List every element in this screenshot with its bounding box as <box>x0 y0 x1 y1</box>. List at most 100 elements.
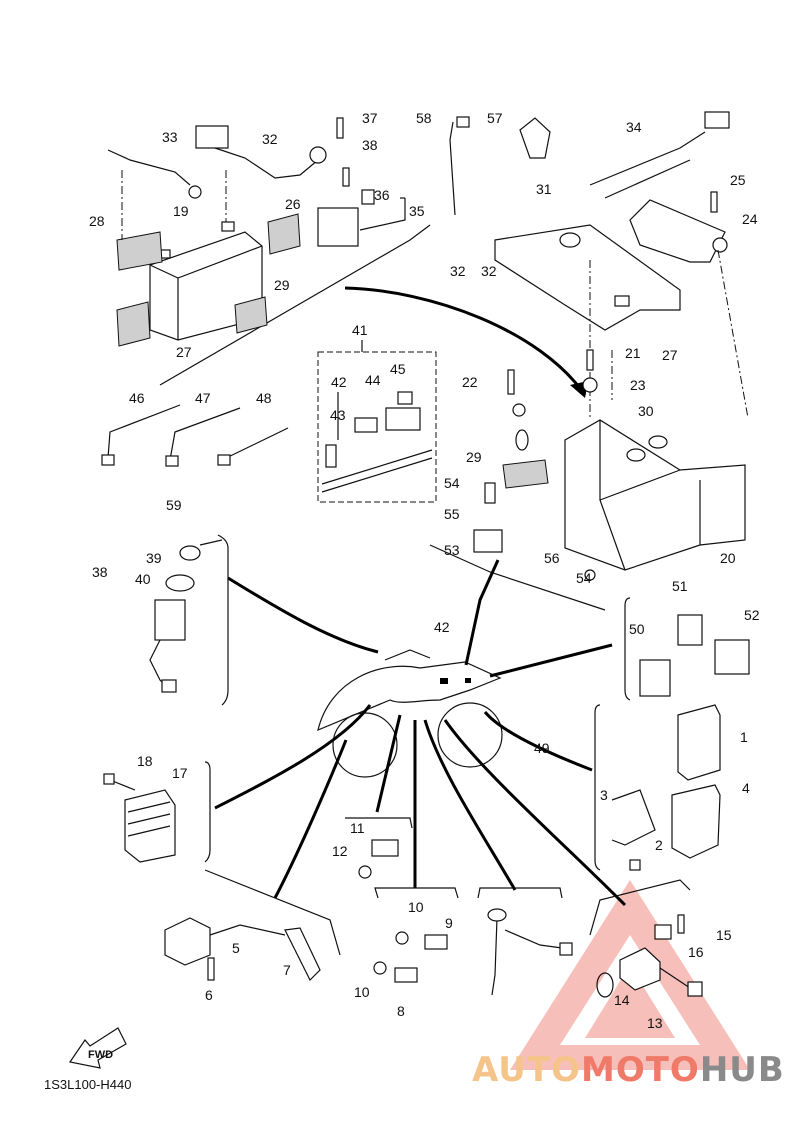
fwd-label: FWD <box>88 1049 113 1061</box>
callout-42: 42 <box>331 374 347 390</box>
relay-parts <box>611 614 750 871</box>
callout-53: 53 <box>444 542 460 558</box>
callout-19: 19 <box>173 203 189 219</box>
callout-31: 31 <box>536 181 552 197</box>
callout-11: 11 <box>350 820 365 836</box>
callout-24: 24 <box>742 211 758 227</box>
motorcycle-outline <box>317 649 503 778</box>
callout-16: 16 <box>688 944 704 960</box>
callout-47: 47 <box>195 390 211 406</box>
callout-27: 27 <box>176 344 192 360</box>
callout-41: 41 <box>352 322 368 338</box>
watermark-moto: MOTO <box>580 1050 700 1090</box>
callout-22: 22 <box>462 374 478 390</box>
callout-39: 39 <box>146 550 162 566</box>
pad-27b <box>116 301 151 347</box>
callout-26: 26 <box>285 196 301 212</box>
cap-7 <box>284 927 321 982</box>
pad-27a <box>267 213 301 255</box>
callout-54: 54 <box>444 475 460 491</box>
callout-35: 35 <box>409 203 425 219</box>
callout-52: 52 <box>744 607 760 623</box>
starter-13 <box>619 947 661 991</box>
clamp-58 <box>519 117 551 159</box>
callout-7: 7 <box>283 962 291 978</box>
callout-42: 42 <box>434 619 450 635</box>
watermark-hub: HUB <box>699 1050 785 1090</box>
callout-1: 1 <box>740 729 748 745</box>
pad-30 <box>502 459 549 489</box>
callout-58: 58 <box>416 110 432 126</box>
callout-2: 2 <box>655 837 663 853</box>
leader-lines <box>214 559 627 907</box>
callout-9: 9 <box>445 915 453 931</box>
callout-13: 13 <box>647 1015 663 1031</box>
callout-23: 23 <box>630 377 646 393</box>
callout-6: 6 <box>205 987 213 1003</box>
callout-12: 12 <box>332 843 348 859</box>
watermark-text: AUTOMOTOHUB <box>472 1050 785 1090</box>
callout-40: 40 <box>135 571 151 587</box>
callout-38: 38 <box>92 564 108 580</box>
callout-21: 21 <box>625 345 641 361</box>
main-switch-39 <box>154 599 186 641</box>
callout-29: 29 <box>274 277 290 293</box>
sensor-parts <box>358 839 573 996</box>
callout-4: 4 <box>742 780 750 796</box>
fwd-arrow: FWD <box>68 1027 127 1069</box>
main-switch-group <box>149 539 223 693</box>
callout-43: 43 <box>330 407 346 423</box>
callout-46: 46 <box>129 390 145 406</box>
relay-51 <box>473 529 503 553</box>
bracket-4 <box>671 784 721 859</box>
ecu-1 <box>677 704 721 781</box>
callout-10: 10 <box>354 984 370 1000</box>
callout-44: 44 <box>365 372 381 388</box>
coil-5 <box>164 917 211 966</box>
starter-relay-36 <box>317 207 359 247</box>
callout-37: 37 <box>362 110 378 126</box>
callout-18: 18 <box>137 753 153 769</box>
group-brackets <box>204 534 691 956</box>
pad-29a <box>116 231 163 271</box>
callout-51: 51 <box>672 578 688 594</box>
callout-30: 30 <box>638 403 654 419</box>
top-right-parts <box>449 111 730 216</box>
relay-49 <box>677 614 703 646</box>
callout-57: 57 <box>487 110 503 126</box>
callout-3: 3 <box>600 787 608 803</box>
callout-32: 32 <box>481 263 497 279</box>
callout-32: 32 <box>262 131 278 147</box>
callout-49: 49 <box>534 740 550 756</box>
callout-50: 50 <box>629 621 645 637</box>
callout-32: 32 <box>450 263 466 279</box>
switch-9 <box>424 934 448 950</box>
callout-33: 33 <box>162 129 178 145</box>
watermark-auto: AUTO <box>472 1050 581 1090</box>
bracket-28 <box>494 224 681 331</box>
callout-27: 27 <box>662 347 678 363</box>
callout-59: 59 <box>166 497 182 513</box>
callout-28: 28 <box>89 213 105 229</box>
callout-34: 34 <box>626 119 642 135</box>
starter-group <box>596 914 703 998</box>
callout-20: 20 <box>720 550 736 566</box>
callout-5: 5 <box>232 940 240 956</box>
coil-group <box>164 917 321 982</box>
fuse-box-group <box>317 340 437 503</box>
callout-29: 29 <box>466 449 482 465</box>
callout-54: 54 <box>576 570 592 586</box>
cable-ties <box>101 404 289 467</box>
callout-48: 48 <box>256 390 272 406</box>
sensor-11 <box>371 839 399 857</box>
callout-14: 14 <box>614 992 630 1008</box>
callout-25: 25 <box>730 172 746 188</box>
callout-17: 17 <box>172 765 188 781</box>
callout-38: 38 <box>362 137 378 153</box>
callout-8: 8 <box>397 1003 405 1019</box>
tray-group <box>429 191 749 611</box>
relay-48 <box>639 659 671 697</box>
pad-29b <box>234 296 268 334</box>
rectifier-group <box>103 773 176 863</box>
